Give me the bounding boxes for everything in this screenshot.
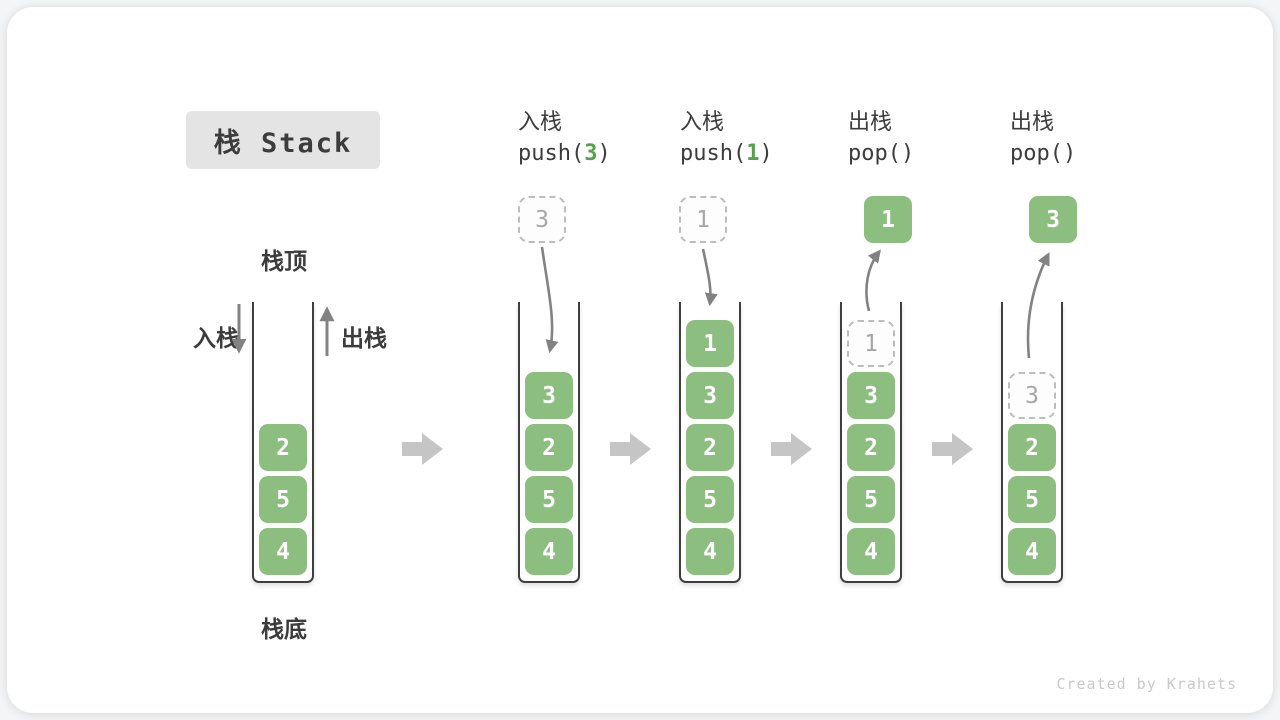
step-op-code: pop() — [1010, 141, 1076, 166]
step-op-label: 出栈 — [848, 109, 893, 134]
step-op-code: pop() — [848, 141, 914, 166]
stack-cell: 4 — [259, 528, 307, 575]
stack-cell: 3 — [847, 372, 895, 419]
stack-cell: 2 — [686, 424, 734, 471]
code-text: pop( — [848, 141, 901, 166]
code-text: ) — [597, 141, 611, 166]
step-op-label: 入栈 — [680, 109, 725, 134]
diagram-title: 栈 Stack — [186, 111, 380, 169]
incoming-value-box: 1 — [679, 196, 727, 243]
popped-value-box: 1 — [864, 196, 912, 243]
stack-cell: 4 — [686, 528, 734, 575]
step-op-code: push(1) — [680, 141, 773, 166]
down-curved-arrow-icon — [701, 248, 718, 307]
step-op-code: push(3) — [518, 141, 611, 166]
popped-value-box: 3 — [1029, 196, 1077, 243]
code-text: pop( — [1010, 141, 1063, 166]
watermark: Created by Krahets — [1056, 675, 1237, 693]
push-direction-label: 入栈 — [193, 325, 239, 351]
stack-cell: 4 — [1008, 528, 1056, 575]
code-highlight: 1 — [746, 141, 760, 166]
code-highlight: 3 — [584, 141, 598, 166]
incoming-value-box: 3 — [518, 196, 566, 243]
stack-cell: 5 — [525, 476, 573, 523]
stack-cell: 1 — [686, 320, 734, 367]
code-text: push( — [518, 141, 585, 166]
stack-cell: 4 — [525, 528, 573, 575]
pop-direction-label: 出栈 — [341, 325, 387, 351]
stack-cell: 5 — [686, 476, 734, 523]
stack-cell: 3 — [686, 372, 734, 419]
stack-cell: 3 — [525, 372, 573, 419]
stack-cell: 2 — [259, 424, 307, 471]
stack-cell: 2 — [1008, 424, 1056, 471]
stack-cell: 5 — [259, 476, 307, 523]
code-text: ) — [759, 141, 773, 166]
right-block-arrow-icon — [610, 433, 651, 465]
stack-cell: 4 — [847, 528, 895, 575]
step-op-label: 入栈 — [518, 109, 563, 134]
stack-cell: 2 — [525, 424, 573, 471]
stack-bottom-label: 栈底 — [261, 616, 307, 642]
right-block-arrow-icon — [402, 433, 443, 465]
right-block-arrow-icon — [771, 433, 812, 465]
stack-cell: 5 — [847, 476, 895, 523]
code-text: ) — [1062, 141, 1077, 166]
code-text: push( — [680, 141, 747, 166]
stack-cell: 2 — [847, 424, 895, 471]
step-op-label: 出栈 — [1010, 109, 1055, 134]
code-text: ) — [900, 141, 915, 166]
stack-top-label: 栈顶 — [261, 248, 307, 274]
removed-cell: 3 — [1008, 372, 1056, 419]
right-block-arrow-icon — [932, 433, 973, 465]
removed-cell: 1 — [847, 320, 895, 367]
stack-cell: 5 — [1008, 476, 1056, 523]
